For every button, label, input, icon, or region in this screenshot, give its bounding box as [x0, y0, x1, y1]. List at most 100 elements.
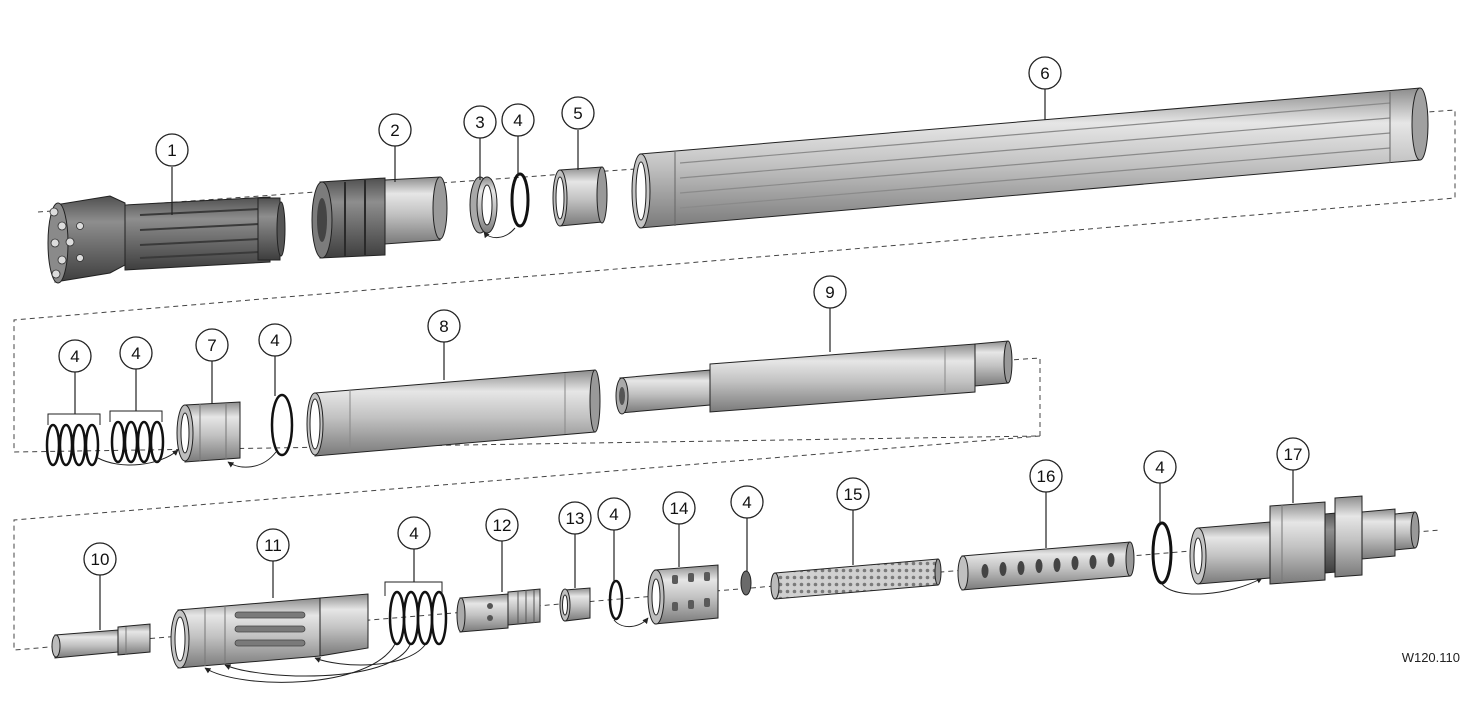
part-4-o-ring	[1151, 521, 1173, 585]
callout-13: 13	[558, 501, 592, 535]
callout-4: 4	[501, 103, 535, 137]
assembly-arrow	[227, 451, 277, 468]
assembly-arrow	[1161, 577, 1263, 595]
callout-circle	[1028, 56, 1062, 90]
assembly-arrow	[314, 644, 426, 666]
assembly-arrow	[224, 644, 411, 677]
callout-label: 4	[1155, 458, 1164, 477]
drawing-code: W120.110	[1402, 650, 1460, 665]
callout-label: 4	[270, 331, 279, 350]
callout-circle	[813, 275, 847, 309]
callout-label: 4	[742, 493, 751, 512]
callout-label: 4	[609, 505, 618, 524]
part-4-o-ring	[510, 172, 530, 228]
callout-4: 4	[258, 323, 292, 357]
callout-label: 4	[131, 344, 140, 363]
part-4-o-ring-set-b	[110, 420, 165, 464]
callout-circle	[836, 477, 870, 511]
callout-circle	[561, 96, 595, 130]
callout-10: 10	[83, 542, 117, 576]
part-2-chuck	[311, 176, 448, 259]
callout-circle	[463, 105, 497, 139]
callout-circle	[258, 323, 292, 357]
callout-8: 8	[427, 309, 461, 343]
callout-label: 1	[167, 141, 176, 160]
assembly-path	[13, 109, 1456, 651]
part-1-drill-bit	[47, 195, 286, 284]
callout-4: 4	[58, 339, 92, 373]
callout-circle	[119, 336, 153, 370]
callout-label: 4	[513, 111, 522, 130]
callout-circle	[597, 497, 631, 531]
callout-2: 2	[378, 113, 412, 147]
callout-circle	[485, 508, 519, 542]
callout-label: 12	[493, 516, 512, 535]
leader-lines	[74, 89, 1294, 630]
callout-4: 4	[119, 336, 153, 370]
part-9-piston	[615, 340, 1013, 415]
callout-label: 17	[1284, 445, 1303, 464]
callout-label: 7	[207, 336, 216, 355]
part-15-mesh-screen	[770, 558, 942, 600]
part-8-inner-cylinder	[306, 369, 601, 457]
bracket	[109, 410, 163, 422]
callout-label: 3	[475, 113, 484, 132]
callout-label: 14	[670, 499, 689, 518]
callout-6: 6	[1028, 56, 1062, 90]
part-3-retaining-ring	[469, 176, 498, 234]
callout-circle	[501, 103, 535, 137]
callout-17: 17	[1276, 437, 1310, 471]
part-17-top-sub	[1189, 495, 1420, 585]
callout-4: 4	[397, 516, 431, 550]
part-6-outer-cylinder	[631, 87, 1429, 229]
callout-3: 3	[463, 105, 497, 139]
callout-circle	[397, 516, 431, 550]
callout-label: 10	[91, 550, 110, 569]
callout-4: 4	[597, 497, 631, 531]
part-12-check-valve	[456, 588, 541, 633]
callout-label: 13	[566, 509, 585, 528]
callout-label: 5	[573, 104, 582, 123]
callout-label: 16	[1037, 467, 1056, 486]
callout-4: 4	[730, 485, 764, 519]
callout-label: 4	[409, 524, 418, 543]
callout-14: 14	[662, 491, 696, 525]
part-4-seal-disc	[740, 570, 752, 596]
callout-label: 4	[70, 347, 79, 366]
callout-circle	[378, 113, 412, 147]
callout-12: 12	[485, 508, 519, 542]
callout-4: 4	[1143, 450, 1177, 484]
callout-7: 7	[195, 328, 229, 362]
assembly-arrow	[613, 617, 649, 627]
callout-16: 16	[1029, 459, 1063, 493]
part-5-bushing	[552, 166, 608, 227]
callout-circle	[83, 542, 117, 576]
assembly-arrow	[204, 643, 396, 683]
callout-label: 9	[825, 283, 834, 302]
callout-1: 1	[155, 133, 189, 167]
assembly-arrow	[483, 227, 516, 239]
callout-circle	[58, 339, 92, 373]
callout-label: 8	[439, 317, 448, 336]
callout-15: 15	[836, 477, 870, 511]
callout-11: 11	[256, 528, 290, 562]
callout-label: 2	[390, 121, 399, 140]
part-4-o-ring	[270, 393, 294, 457]
part-14-valve-housing	[647, 564, 719, 625]
callout-circle	[1276, 437, 1310, 471]
callout-circle	[1143, 450, 1177, 484]
part-4-o-ring	[608, 579, 624, 621]
part-16-perforated-tube	[957, 541, 1135, 591]
part-7-valve-ring	[176, 401, 241, 463]
part-13-spacer	[559, 587, 591, 622]
callout-circle	[730, 485, 764, 519]
callout-circle	[662, 491, 696, 525]
callout-circle	[155, 133, 189, 167]
part-4-o-ring-set-a	[45, 423, 100, 467]
callout-9: 9	[813, 275, 847, 309]
callout-circle	[558, 501, 592, 535]
assembly-arrow	[97, 449, 179, 466]
part-11-guide-sleeve	[170, 593, 369, 669]
